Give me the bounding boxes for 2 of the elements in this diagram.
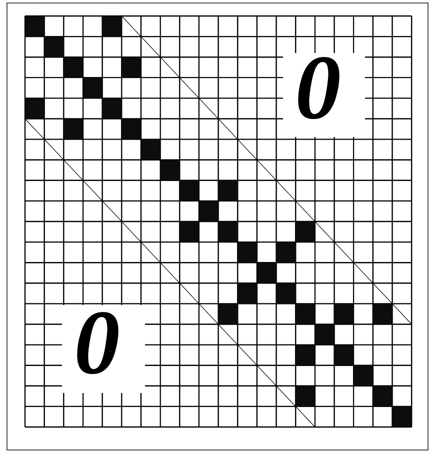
zero-label: 0 [77, 312, 118, 374]
zero-label: 0 [298, 56, 340, 120]
